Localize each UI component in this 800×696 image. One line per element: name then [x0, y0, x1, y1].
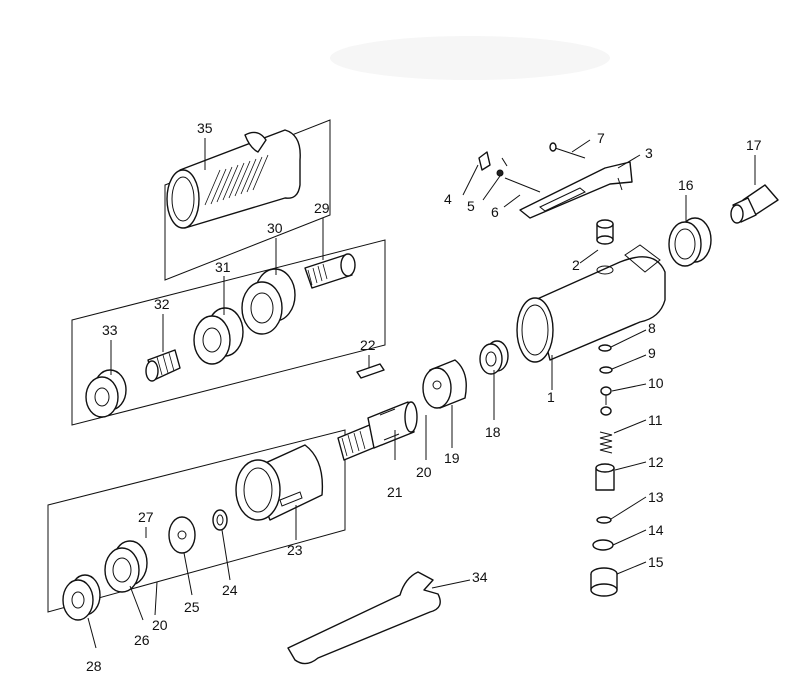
- callout-27: 27: [138, 509, 154, 525]
- callout-25: 25: [184, 599, 200, 615]
- part-7-pin: [549, 142, 586, 159]
- part-34-wrench: [287, 571, 441, 665]
- part-22-key: [356, 363, 385, 379]
- part-2-valve-cap: [596, 219, 614, 245]
- callout-13: 13: [648, 489, 664, 505]
- callout-14: 14: [648, 522, 664, 538]
- part-14-washer: [592, 539, 614, 551]
- callout-16: 16: [678, 177, 694, 193]
- callout-20-lower: 20: [152, 617, 168, 633]
- callout-26: 26: [134, 632, 150, 648]
- part-4-latch: [478, 151, 508, 171]
- callout-20-upper: 20: [416, 464, 432, 480]
- part-6-pin: [504, 177, 541, 193]
- part-8-oring: [598, 344, 612, 352]
- frame-motor-group: [47, 429, 346, 613]
- part-15-plug: [590, 567, 618, 597]
- callout-18: 18: [485, 424, 501, 440]
- part-11-spring: [599, 431, 613, 454]
- callout-17: 17: [746, 137, 762, 153]
- callout-4: 4: [444, 191, 452, 207]
- callout-5: 5: [467, 198, 475, 214]
- callout-29: 29: [314, 200, 330, 216]
- callout-35: 35: [197, 120, 213, 136]
- callout-34: 34: [472, 569, 488, 585]
- callout-24: 24: [222, 582, 238, 598]
- callout-11: 11: [648, 412, 663, 428]
- callout-32: 32: [154, 296, 170, 312]
- part-28-bearing: [62, 574, 101, 621]
- callout-10: 10: [648, 375, 664, 391]
- part-23-cylinder: [235, 444, 324, 521]
- part-9-washer: [599, 366, 613, 374]
- part-19-end-plate: [422, 359, 467, 409]
- part-33-collet-nut: [85, 369, 127, 418]
- callout-31: 31: [215, 259, 231, 275]
- callout-2: 2: [572, 257, 580, 273]
- callout-15: 15: [648, 554, 664, 570]
- callout-22: 22: [360, 337, 376, 353]
- callout-7: 7: [597, 130, 605, 146]
- part-30-nut: [241, 268, 296, 335]
- part-26-housing-nut: [104, 540, 148, 593]
- callout-12: 12: [648, 454, 664, 470]
- part-3-lever: [519, 161, 633, 219]
- part-16-bushing: [668, 217, 712, 267]
- callout-9: 9: [648, 345, 656, 361]
- callout-28: 28: [86, 658, 102, 674]
- part-35-sleeve: [166, 129, 301, 229]
- part-24-ring: [212, 509, 228, 531]
- callout-8: 8: [648, 320, 656, 336]
- part-18-bearing: [479, 340, 509, 375]
- part-1-housing: [516, 244, 666, 363]
- part-29-spindle: [304, 253, 356, 289]
- faded-header: [330, 36, 610, 80]
- part-31-ring: [193, 307, 244, 365]
- leader-lines: [87, 138, 756, 649]
- part-5-spring: [496, 169, 504, 177]
- part-25-plate: [168, 516, 196, 554]
- callout-1: 1: [547, 389, 555, 405]
- part-13-oring: [596, 516, 612, 524]
- part-17-inlet: [730, 184, 779, 224]
- callout-6: 6: [491, 204, 499, 220]
- part-21-rotor: [337, 401, 418, 461]
- frame-collet-group: [71, 239, 386, 426]
- callout-30: 30: [267, 220, 283, 236]
- callout-33: 33: [102, 322, 118, 338]
- callout-21: 21: [387, 484, 403, 500]
- part-12-seat: [595, 463, 615, 491]
- part-32-collet: [145, 349, 181, 382]
- callout-3: 3: [645, 145, 653, 161]
- callout-23: 23: [287, 542, 303, 558]
- callouts: 1 2 3 4 5 6 7 8 9 10 11 12 13 14 15 16 1…: [86, 120, 762, 674]
- part-10-stem: [600, 386, 612, 416]
- callout-19: 19: [444, 450, 460, 466]
